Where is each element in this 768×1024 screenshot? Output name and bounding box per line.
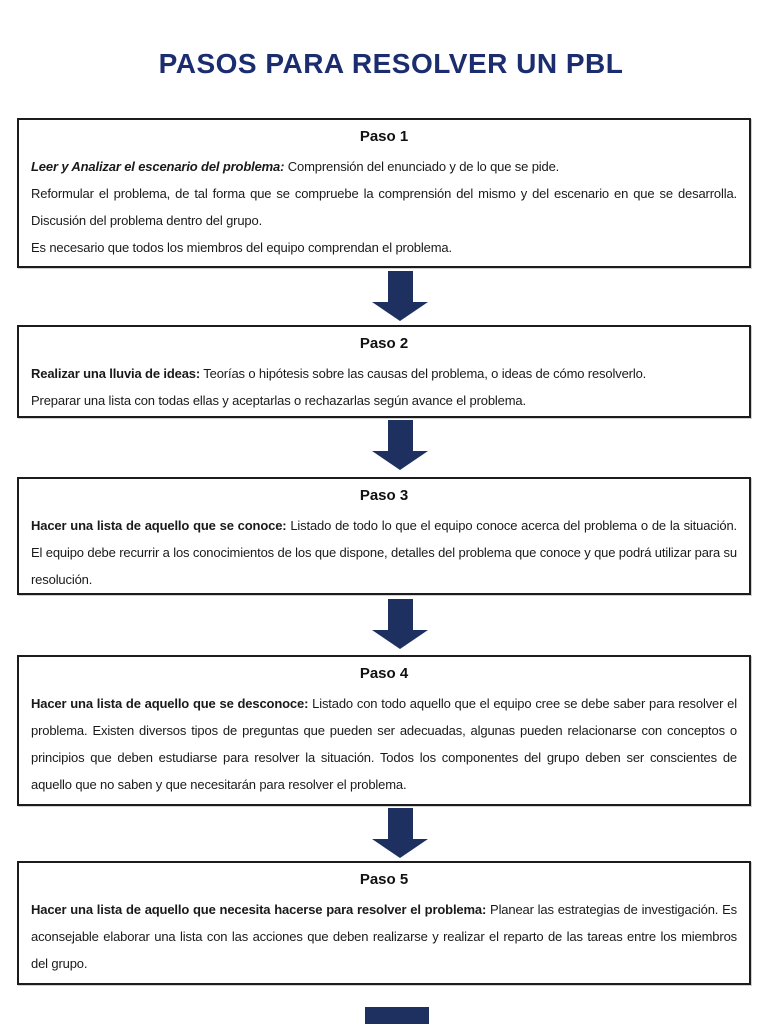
down-arrow-stem: [387, 420, 413, 451]
step-paragraph: Es necesario que todos los miembros del …: [31, 234, 737, 261]
next-arrow-stub-icon: [365, 1007, 429, 1024]
step-body: Hacer una lista de aquello que necesita …: [31, 896, 737, 977]
down-arrow-head: [372, 302, 428, 321]
paragraph-text: Teorías o hipótesis sobre las causas del…: [200, 366, 647, 381]
paragraph-lead: Hacer una lista de aquello que se conoce…: [31, 518, 287, 533]
paragraph-text: Reformular el problema, de tal forma que…: [31, 186, 737, 228]
paragraph-lead: Leer y Analizar el escenario del problem…: [31, 159, 285, 174]
step-box-1: Paso 1 Leer y Analizar el escenario del …: [17, 118, 751, 268]
step-title: Paso 4: [359, 665, 409, 682]
step-paragraph: Reformular el problema, de tal forma que…: [31, 180, 737, 234]
step-paragraph: Realizar una lluvia de ideas: Teorías o …: [31, 360, 737, 387]
step-paragraph: Hacer una lista de aquello que se descon…: [31, 690, 737, 798]
paragraph-text: Es necesario que todos los miembros del …: [31, 240, 452, 255]
step-title: Paso 2: [359, 335, 409, 352]
paragraph-lead: Hacer una lista de aquello que se descon…: [31, 696, 309, 711]
down-arrow-stem: [387, 808, 413, 839]
step-title: Paso 1: [359, 128, 409, 145]
step-paragraph: Leer y Analizar el escenario del problem…: [31, 153, 737, 180]
paragraph-text: Comprensión del enunciado y de lo que se…: [284, 159, 560, 174]
step-box-3: Paso 3 Hacer una lista de aquello que se…: [17, 477, 751, 595]
down-arrow-icon: [372, 808, 428, 858]
paragraph-text: Planear las estrategias de investigación…: [31, 902, 737, 971]
step-paragraph: Hacer una lista de aquello que necesita …: [31, 896, 737, 977]
step-paragraph: Hacer una lista de aquello que se conoce…: [31, 512, 737, 593]
step-title: Paso 3: [359, 487, 409, 504]
step-box-4: Paso 4 Hacer una lista de aquello que se…: [17, 655, 751, 806]
paragraph-lead: Realizar una lluvia de ideas:: [31, 366, 201, 381]
step-paragraph: Preparar una lista con todas ellas y ace…: [31, 387, 737, 414]
page-title: PASOS PARA RESOLVER UN PBL: [158, 48, 624, 79]
down-arrow-icon: [372, 271, 428, 321]
step-box-2: Paso 2 Realizar una lluvia de ideas: Teo…: [17, 325, 751, 418]
down-arrow-head: [372, 451, 428, 470]
paragraph-lead: Hacer una lista de aquello que necesita …: [31, 902, 487, 917]
down-arrow-head: [372, 630, 428, 649]
paragraph-text: Listado con todo aquello que el equipo c…: [31, 696, 738, 792]
down-arrow-stem: [387, 271, 413, 302]
step-body: Hacer una lista de aquello que se conoce…: [31, 512, 737, 593]
step-body: Realizar una lluvia de ideas: Teorías o …: [31, 360, 737, 414]
down-arrow-head: [372, 839, 428, 858]
paragraph-text: Listado de todo lo que el equipo conoce …: [31, 518, 737, 587]
step-body: Hacer una lista de aquello que se descon…: [31, 690, 737, 798]
down-arrow-icon: [372, 420, 428, 470]
paragraph-text: Preparar una lista con todas ellas y ace…: [31, 393, 526, 408]
step-body: Leer y Analizar el escenario del problem…: [31, 153, 737, 261]
down-arrow-stem: [387, 599, 413, 630]
step-box-5: Paso 5 Hacer una lista de aquello que ne…: [17, 861, 751, 985]
down-arrow-icon: [372, 599, 428, 649]
step-title: Paso 5: [359, 871, 409, 888]
